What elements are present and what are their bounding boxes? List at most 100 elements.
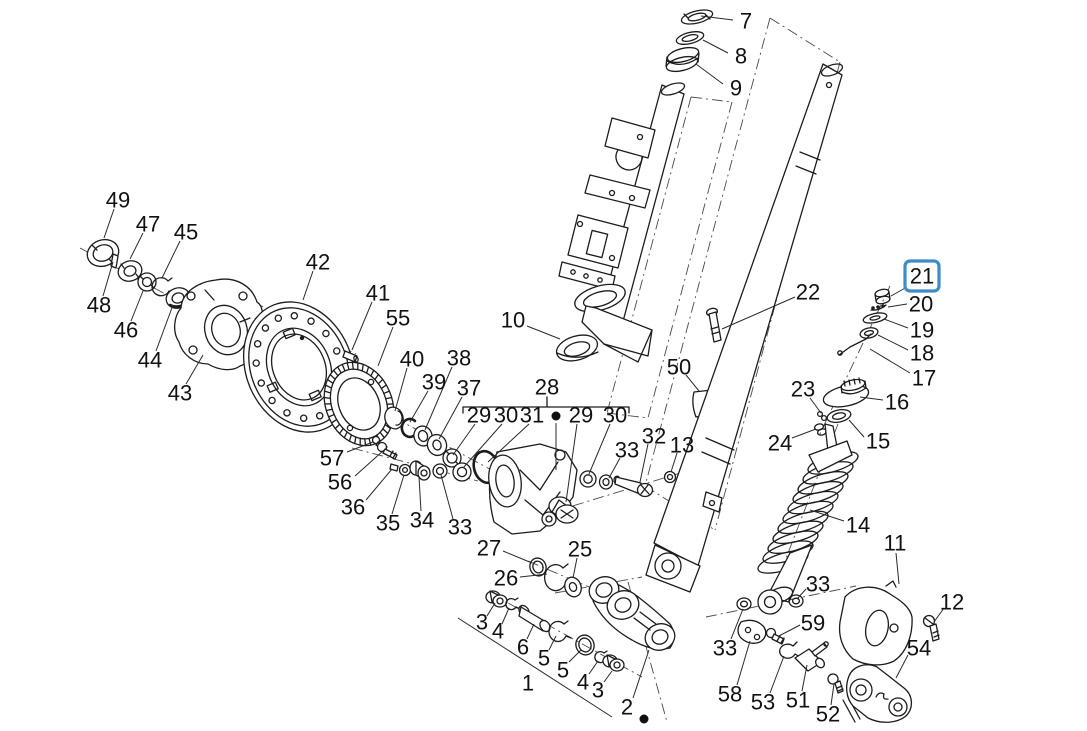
part-label-13[interactable]: 13 (670, 433, 694, 458)
svg-text:5: 5 (557, 658, 569, 683)
part-label-44[interactable]: 44 (138, 348, 162, 373)
part-label-33[interactable]: 33 (713, 636, 737, 661)
svg-text:38: 38 (447, 346, 471, 371)
part-label-30[interactable]: 30 (494, 403, 518, 428)
part-label-35[interactable]: 35 (376, 511, 400, 536)
part-label-5[interactable]: 5 (538, 646, 550, 671)
svg-text:12: 12 (940, 590, 964, 615)
part-label-39[interactable]: 39 (422, 370, 446, 395)
svg-text:34: 34 (410, 508, 434, 533)
part-label-8[interactable]: 8 (735, 44, 747, 69)
part-label-12[interactable]: 12 (940, 590, 964, 615)
svg-text:9: 9 (730, 76, 742, 101)
part-label-31[interactable]: 31 (520, 403, 544, 428)
part-label-53[interactable]: 53 (751, 690, 775, 715)
part-label-29[interactable]: 29 (467, 403, 491, 428)
washer-part-25 (564, 576, 582, 598)
part-label-51[interactable]: 51 (786, 688, 810, 713)
svg-text:37: 37 (457, 376, 481, 401)
part-label-24[interactable]: 24 (768, 431, 792, 456)
axis-dot-marker[interactable] (639, 714, 649, 724)
spring-clip-part-20 (870, 304, 887, 311)
svg-text:30: 30 (494, 403, 518, 428)
part-label-23[interactable]: 23 (791, 377, 815, 402)
part-label-56[interactable]: 56 (328, 470, 352, 495)
part-label-33[interactable]: 33 (806, 572, 830, 597)
pin-part-6 (518, 604, 551, 633)
part-label-18[interactable]: 18 (910, 341, 934, 366)
part-label-3[interactable]: 3 (592, 678, 604, 703)
part-label-36[interactable]: 36 (341, 495, 365, 520)
part-label-11[interactable]: 11 (884, 531, 907, 556)
part-label-25[interactable]: 25 (568, 537, 592, 562)
part-label-42[interactable]: 42 (306, 250, 330, 275)
svg-text:39: 39 (422, 370, 446, 395)
part-label-9[interactable]: 9 (730, 76, 742, 101)
part-label-45[interactable]: 45 (174, 220, 198, 245)
part-label-40[interactable]: 40 (400, 347, 424, 372)
part-label-41[interactable]: 41 (366, 281, 390, 306)
snap-ring-part-5a (548, 620, 572, 643)
svg-text:30: 30 (603, 403, 627, 428)
part-label-22[interactable]: 22 (796, 280, 820, 305)
part-label-5[interactable]: 5 (557, 658, 569, 683)
part-label-55[interactable]: 55 (386, 306, 410, 331)
part-label-10[interactable]: 10 (501, 308, 525, 333)
part-label-17[interactable]: 17 (912, 366, 936, 391)
svg-text:4: 4 (492, 619, 504, 644)
part-label-57[interactable]: 57 (320, 446, 344, 471)
part-label-33[interactable]: 33 (448, 515, 472, 540)
svg-text:26: 26 (494, 566, 518, 591)
part-label-54[interactable]: 54 (907, 636, 931, 661)
piston-part-34 (409, 460, 431, 481)
part-label-7[interactable]: 7 (740, 9, 752, 34)
cover-part-11 (838, 580, 913, 666)
part-label-26[interactable]: 26 (494, 566, 518, 591)
part-label-20[interactable]: 20 (909, 292, 933, 317)
part-label-37[interactable]: 37 (457, 376, 481, 401)
part-label-29[interactable]: 29 (569, 403, 593, 428)
part-label-4[interactable]: 4 (492, 619, 504, 644)
part-label-4[interactable]: 4 (577, 670, 589, 695)
part-label-52[interactable]: 52 (816, 702, 840, 727)
part-label-27[interactable]: 27 (477, 536, 501, 561)
axis-dot-marker[interactable] (551, 411, 561, 421)
part-label-46[interactable]: 46 (114, 318, 138, 343)
part-label-49[interactable]: 49 (106, 188, 130, 213)
svg-text:58: 58 (718, 682, 742, 707)
part-label-50[interactable]: 50 (667, 355, 691, 380)
part-label-2[interactable]: 2 (621, 695, 633, 720)
part-label-33[interactable]: 33 (615, 438, 639, 463)
svg-text:33: 33 (806, 572, 830, 597)
part-label-47[interactable]: 47 (136, 212, 160, 237)
part-label-59[interactable]: 59 (801, 611, 825, 636)
svg-text:8: 8 (735, 44, 747, 69)
part-label-43[interactable]: 43 (168, 381, 192, 406)
part-label-1[interactable]: 1 (522, 671, 534, 696)
part-label-32[interactable]: 32 (642, 424, 666, 449)
part-label-15[interactable]: 15 (866, 429, 890, 454)
part-label-28[interactable]: 28 (535, 375, 559, 400)
svg-text:53: 53 (751, 690, 775, 715)
washer-part-8 (675, 31, 705, 45)
valve-part-51 (794, 641, 829, 672)
svg-text:35: 35 (376, 511, 400, 536)
part-label-38[interactable]: 38 (447, 346, 471, 371)
part-label-48[interactable]: 48 (87, 293, 111, 318)
part-label-3[interactable]: 3 (476, 610, 488, 635)
part-label-58[interactable]: 58 (718, 682, 742, 707)
part-label-30[interactable]: 30 (603, 403, 627, 428)
part-label-19[interactable]: 19 (910, 318, 934, 343)
part-label-34[interactable]: 34 (410, 508, 434, 533)
svg-text:52: 52 (816, 702, 840, 727)
part-label-6[interactable]: 6 (517, 635, 529, 660)
svg-text:55: 55 (386, 306, 410, 331)
svg-text:18: 18 (910, 341, 934, 366)
part-label-14[interactable]: 14 (846, 513, 870, 538)
svg-text:36: 36 (341, 495, 365, 520)
svg-text:51: 51 (786, 688, 810, 713)
wire-clip-part-17 (837, 333, 872, 356)
part-label-16[interactable]: 16 (885, 390, 909, 415)
svg-text:43: 43 (168, 381, 192, 406)
part-label-21[interactable]: 21 (903, 259, 941, 293)
